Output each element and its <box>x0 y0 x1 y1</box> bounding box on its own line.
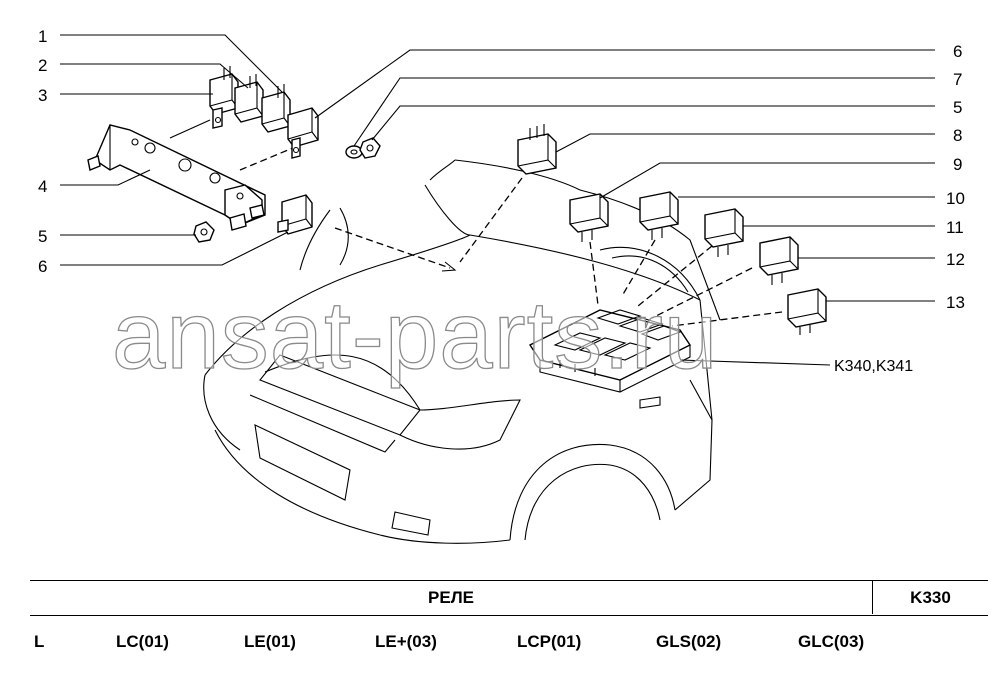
variant-lc: LC(01) <box>116 632 169 651</box>
exploded-relay-diagram: ansat-parts.ru 1 2 3 4 5 6 6 7 5 8 9 10 … <box>38 27 965 544</box>
variant-gls: GLS(02) <box>656 632 722 651</box>
leader-lines <box>60 34 935 302</box>
table-code: K330 <box>910 588 951 607</box>
callouts-right: 6 7 5 8 9 10 11 12 13 <box>946 42 965 312</box>
callout-6: 6 <box>38 257 47 276</box>
callout-5: 5 <box>953 98 962 117</box>
mounting-block <box>528 309 831 393</box>
callout-4: 4 <box>38 177 47 196</box>
reference-label: K340,K341 <box>834 358 913 375</box>
callouts-left: 1 2 3 4 5 6 <box>38 27 47 276</box>
callout-11: 11 <box>946 218 964 237</box>
variant-le-plus: LE+(03) <box>375 632 437 651</box>
callout-5: 5 <box>38 227 47 246</box>
callout-1: 1 <box>38 27 47 46</box>
callout-7: 7 <box>953 70 962 89</box>
bracket-relays <box>193 66 381 266</box>
variant-lcp: LCP(01) <box>517 632 582 651</box>
row-label: L <box>34 632 45 651</box>
callout-2: 2 <box>38 56 47 75</box>
callout-9: 9 <box>953 155 962 174</box>
callout-8: 8 <box>953 126 962 145</box>
table-header: РЕЛЕ K330 <box>30 580 988 616</box>
callout-6: 6 <box>953 42 962 61</box>
callout-10: 10 <box>946 189 965 208</box>
loose-relays <box>459 124 827 335</box>
callout-12: 12 <box>946 250 965 269</box>
parts-table: РЕЛЕ K330 L LC(01) LE(01) LE+(03) LCP(01… <box>30 580 988 670</box>
variant-glc: GLC(03) <box>798 632 865 651</box>
callout-13: 13 <box>946 293 965 312</box>
callout-3: 3 <box>38 86 47 105</box>
watermark: ansat-parts.ru <box>112 282 718 389</box>
car-outline <box>203 159 721 544</box>
variant-le: LE(01) <box>244 632 296 651</box>
variants-row: L LC(01) LE(01) LE+(03) LCP(01) GLS(02) … <box>30 626 988 656</box>
table-title: РЕЛЕ <box>30 581 873 614</box>
relay-bracket <box>87 119 301 231</box>
